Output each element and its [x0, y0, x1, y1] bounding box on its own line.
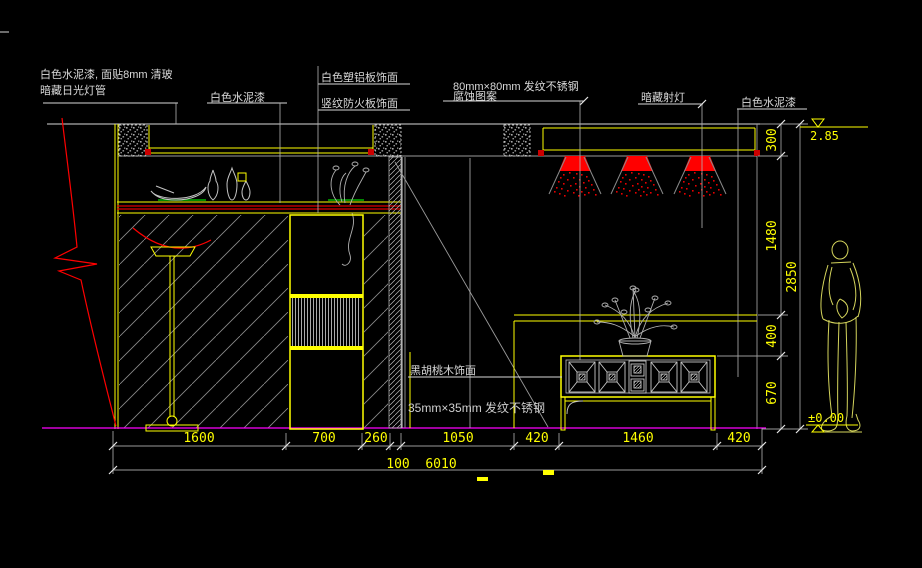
- console-cabinet: [560, 355, 716, 431]
- label-aluminum-panel: 白色塑铝板饰面: [321, 70, 398, 84]
- dim-bottom-420a: 420: [525, 431, 548, 446]
- level-triangle-icon: [810, 424, 826, 433]
- mirror-hatch: [119, 215, 388, 428]
- ceiling-beam-hatch: [118, 124, 531, 157]
- dimension-bottom: 1600 700 260 1050 420 1460 420 100 6010: [108, 428, 767, 475]
- cove-light-icon: [754, 150, 760, 156]
- level-ceiling: 2.85: [810, 129, 839, 143]
- human-figure: [816, 240, 862, 433]
- dim-bottom-260: 260: [364, 431, 387, 446]
- label-white-cement-right: 白色水泥漆: [741, 95, 796, 109]
- label-ceiling-note-1: 白色水泥漆, 面贴8mm 清玻: [40, 67, 173, 81]
- label-stainless-35: 35mm×35mm 发纹不锈钢: [408, 400, 545, 415]
- dim-right-400: 400: [765, 324, 780, 347]
- cove-light-icon: [145, 149, 151, 155]
- vases: [150, 166, 251, 201]
- red-break-leader: [53, 117, 117, 427]
- label-stainless-80-1: 80mm×80mm 发纹不锈钢: [453, 79, 579, 93]
- dim-bottom-420b: 420: [727, 431, 750, 446]
- structure-lines: [42, 123, 766, 429]
- level-triangle-icon: [811, 118, 825, 128]
- label-ceiling-note-2: 暗藏日光灯管: [40, 83, 106, 97]
- dim-right-total: 2850: [785, 261, 800, 292]
- dim-bottom-1460: 1460: [622, 431, 653, 446]
- label-white-cement-left: 白色水泥漆: [210, 90, 265, 104]
- dim-right-1480: 1480: [765, 220, 780, 251]
- potted-plant: [593, 285, 678, 357]
- cove-light-icon: [538, 150, 544, 156]
- level-marker-top: 2.85: [800, 118, 868, 143]
- plot-blips: [477, 470, 554, 481]
- dim-bottom-total: 6010: [425, 457, 456, 472]
- dim-bottom-100: 100: [386, 457, 409, 472]
- wainscot-lines: [513, 314, 757, 428]
- floor-lamp: [132, 227, 212, 432]
- level-floor: ±0.00: [808, 411, 844, 425]
- display-shelf: [117, 199, 401, 214]
- spotlight-beam-icon: [673, 155, 727, 198]
- spotlight-beam-icon: [610, 155, 664, 198]
- cove-right: [538, 127, 760, 156]
- annotations: 白色水泥漆, 面贴8mm 清玻 暗藏日光灯管 白色水泥漆 白色塑铝板饰面 竖纹防…: [40, 67, 796, 415]
- label-fireproof-board: 竖纹防火板饰面: [321, 96, 398, 110]
- wall-pier-hatch: [388, 156, 402, 429]
- hanging-plant: [330, 161, 370, 266]
- leader-lines: [43, 66, 807, 427]
- doorway-opening: [394, 157, 549, 428]
- cove-left: [145, 125, 374, 155]
- spotlight-beams: [548, 155, 727, 198]
- spotlight-beam-icon: [548, 155, 602, 198]
- slatted-column: [289, 214, 364, 430]
- dim-bottom-700: 700: [312, 431, 335, 446]
- cove-light-icon: [368, 149, 374, 155]
- label-walnut-veneer: 黑胡桃木饰面: [410, 363, 476, 377]
- dimension-right: 300 1480 400 670 2850: [717, 119, 808, 434]
- dim-right-670: 670: [765, 381, 780, 404]
- label-stainless-80-2: 腐蚀图案: [453, 89, 497, 103]
- label-concealed-spotlight: 暗藏射灯: [641, 90, 685, 104]
- dim-bottom-1050: 1050: [442, 431, 473, 446]
- level-marker-floor: ±0.00: [806, 411, 858, 433]
- dim-right-300: 300: [765, 128, 780, 151]
- dim-bottom-1600: 1600: [183, 431, 214, 446]
